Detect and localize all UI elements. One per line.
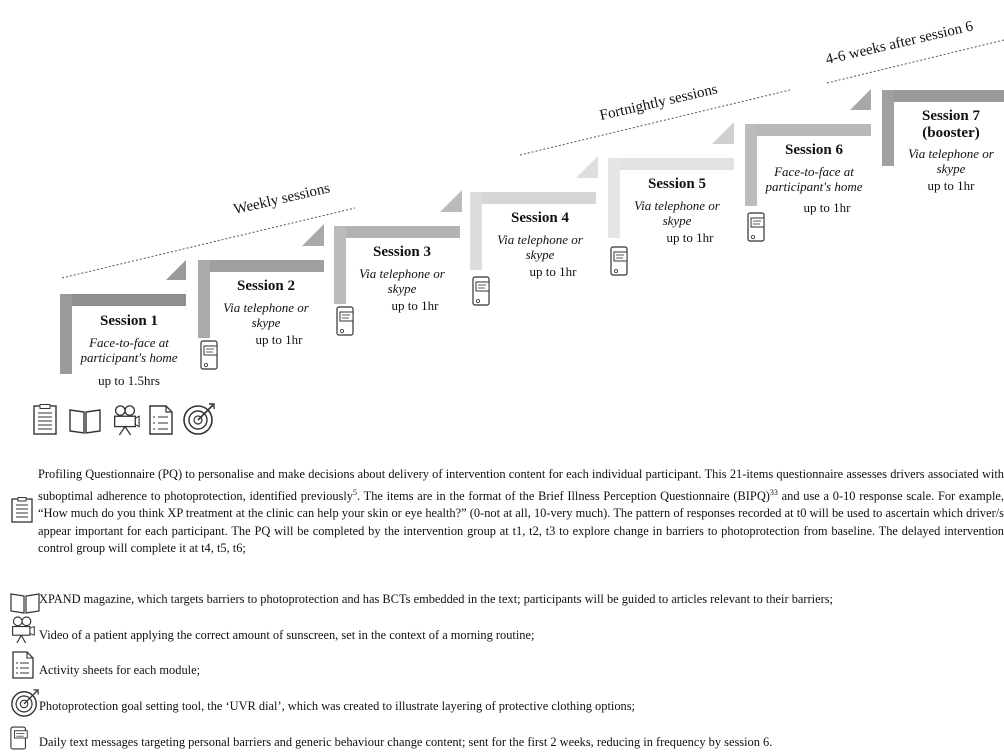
session-duration: up to 1hr [529,264,577,279]
pq-text-part: and use a 0-10 response scale. For examp… [38,488,1004,556]
step-session-2 [198,224,324,338]
session-title: Session 5 [648,176,706,192]
pq-description: Profiling Questionnaire (PQ) to personal… [38,466,1004,558]
legend-magazine-text: XPAND magazine, which targets barriers t… [39,592,833,606]
session-title: Session 1 [100,313,158,329]
citation-superscript: 5 [353,487,358,497]
step-session-1 [60,260,186,374]
legend-video-text: Video of a patient applying the correct … [39,628,535,642]
step-session-5 [608,122,734,238]
pq-text-part: . The items are in the format of the Bri… [357,488,770,503]
session-duration: up to 1hr [391,298,439,313]
session-mode: Via telephone or skype [359,266,445,296]
session-3-box: Session 3 Via telephone or skype up to 1… [350,244,454,313]
session-duration: up to 1hr [803,200,851,215]
magazine-icon [10,593,40,614]
phone-message-icon [747,212,765,242]
session-duration: up to 1.5hrs [98,373,160,388]
session-mode: Via telephone or skype [634,198,720,228]
step-session-7 [882,90,1004,166]
session-duration: up to 1hr [666,230,714,245]
session-duration: up to 1hr [927,178,975,193]
questionnaire-icon [33,404,57,435]
session-2-box: Session 2 Via telephone or skype up to 1… [214,278,318,347]
session-mode: Face-to-face at participant's home [765,164,863,194]
legend-activity-text: Activity sheets for each module; [39,663,201,677]
session-mode: Via telephone or skype [908,146,994,176]
session-4-box: Session 4 Via telephone or skype up to 1… [486,210,594,279]
activity-sheet-icon [149,405,173,435]
goal-dial-icon [11,689,39,717]
phone-message-icon [10,726,28,750]
session-title: Session 3 [373,244,431,260]
phone-message-icon [610,246,628,276]
activity-sheet-icon [12,651,34,679]
step-session-3 [334,190,462,304]
legend-dial-text: Photoprotection goal setting tool, the ‘… [39,699,635,713]
session-duration: up to 1hr [255,332,303,347]
pq-text-part: Profiling Questionnaire (PQ) to personal… [38,467,1004,503]
phone-message-icon [472,276,490,306]
goal-dial-icon [183,403,215,435]
session-mode: Via telephone or skype [497,232,583,262]
session-1-box: Session 1 Face-to-face at participant's … [78,313,180,388]
session-title: Session 6 [785,142,843,158]
staircase-diagram [60,39,1004,374]
session-title: Session 4 [511,210,569,226]
session-mode: Face-to-face at participant's home [80,335,178,365]
step-session-4 [470,156,598,270]
session-1-resources [30,402,216,436]
session-mode: Via telephone or skype [223,300,309,330]
questionnaire-icon [11,497,33,523]
session-5-box: Session 5 Via telephone or skype up to 1… [624,176,730,245]
session-title: Session 7 (booster) [922,108,980,141]
session-title: Session 2 [237,278,295,294]
video-icon [113,405,140,436]
phone-message-icon [336,306,354,336]
phone-message-icon [200,340,218,370]
step-session-6 [745,89,871,206]
legend-sms-text: Daily text messages targeting personal b… [39,735,773,749]
citation-superscript: 33 [769,487,778,497]
magazine-icon [69,409,101,434]
session-6-box: Session 6 Face-to-face at participant's … [762,142,866,215]
video-icon [12,616,35,644]
session-7-box: Session 7 (booster) Via telephone or sky… [898,108,1004,193]
